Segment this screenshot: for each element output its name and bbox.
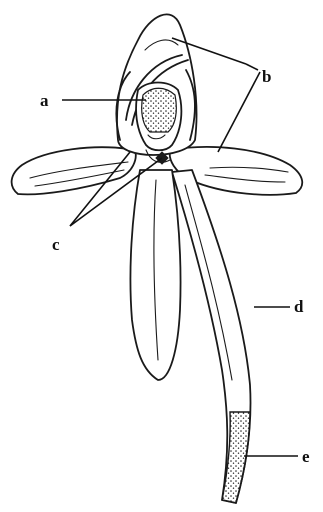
leader-b-corner [246, 64, 258, 70]
left-lateral-sepal [12, 147, 136, 194]
labellum [130, 170, 180, 380]
anther-stippled [142, 88, 177, 132]
leader-b-bottom [218, 72, 260, 152]
label-e: e [302, 447, 310, 466]
label-c: c [52, 235, 60, 254]
label-d: d [294, 297, 304, 316]
label-b: b [262, 67, 271, 86]
column [136, 83, 181, 151]
label-a: a [40, 91, 49, 110]
